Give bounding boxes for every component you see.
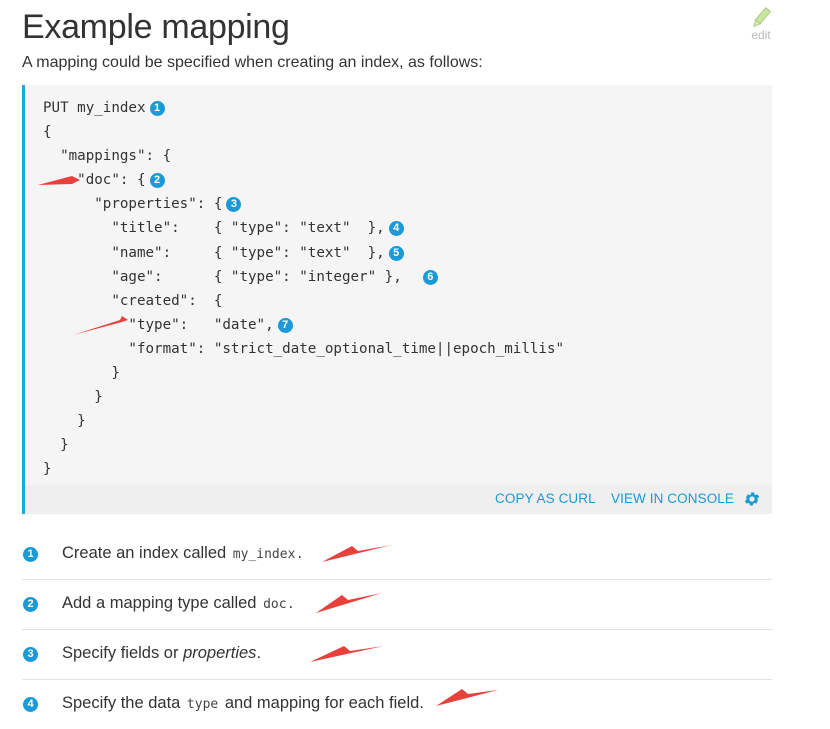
callout-marker: 4 [23,697,38,712]
pencil-icon [753,6,772,28]
callout-text-part: . [256,644,262,662]
code-line: "format": "strict_date_optional_time||ep… [43,341,564,357]
callout-item: 4 Specify the data type and mapping for e… [22,680,772,729]
edit-label: edit [751,28,771,42]
callout-text-part: . [297,544,302,562]
code-line: "mappings": { [43,148,171,164]
code-line: { [43,124,52,140]
callout-marker: 1 [23,547,38,562]
copy-as-curl-link[interactable]: COPY AS CURL [495,491,596,506]
callout-marker: 7 [277,317,293,333]
code-line-text: } [43,365,120,382]
code-line: "doc": {2 [43,172,165,189]
callout-text: Specify the data type and mapping for ea… [62,694,424,713]
callout-marker: 4 [388,221,404,237]
code-line: "title": { "type": "text" },4 [43,220,404,237]
callout-text-part: Specify the data [62,694,185,712]
inline-code: type [186,697,219,712]
callout-item: 1 Create an index called my_index. [22,530,772,580]
callout-marker: 5 [388,245,404,261]
callout-text-part: and mapping for each field. [220,694,424,712]
callout-text-part: Add a mapping type called [62,594,262,612]
callout-marker: 2 [23,597,38,612]
code-line-text: "age": { "type": "integer" }, [43,268,419,285]
callout-marker: 3 [23,647,38,662]
page-title: Example mapping [22,8,290,46]
code-line-text: PUT my_index [43,100,146,116]
code-line: "age": { "type": "integer" }, 6 [43,269,438,285]
code-line-text: } [43,413,86,430]
code-line-text: } [43,389,103,406]
emphasis-text: properties [183,644,257,662]
callout-item: 3 Specify fields or properties. [22,630,772,680]
code-line-text: "format": "strict_date_optional_time||ep… [43,340,565,357]
callout-text-part: Create an index called [62,544,231,562]
view-in-console-link[interactable]: VIEW IN CONSOLE [611,491,735,506]
code-line-text: "created": { [43,292,223,309]
code-line: } [43,461,52,477]
code-line-text: "type": "date", [43,316,274,333]
callout-text: Create an index called my_index. [62,544,302,563]
code-line-text: "mappings": { [43,148,172,165]
edit-link[interactable]: edit [746,6,776,42]
callout-marker: 1 [149,101,165,116]
code-line: "properties": {3 [43,196,242,213]
callout-text: Add a mapping type called doc. [62,594,293,613]
code-line-text: "doc": { [43,172,146,189]
code-line-text: "name": { "type": "text" }, [43,244,385,261]
callout-text-part: . [288,594,294,612]
code-footer: COPY AS CURL VIEW IN CONSOLE [25,485,772,514]
code-line: "created": { [43,293,222,309]
code-line: } [43,437,69,453]
code-line-text: } [43,461,52,478]
callout-text: Specify fields or properties. [62,644,261,663]
code-line-text: } [43,437,69,454]
code-line: } [43,413,86,429]
callout-marker: 2 [149,173,165,189]
callout-marker: 6 [422,269,438,285]
intro-text: A mapping could be specified when creati… [22,54,483,71]
gear-icon[interactable] [743,490,761,508]
code-line-text: "title": { "type": "text" }, [43,220,385,237]
code-line-text: { [43,124,52,141]
callout-text-part: Specify fields or [62,644,184,662]
callout-item: 2 Add a mapping type called doc. [22,580,772,630]
inline-code: doc [263,597,287,612]
code-line: "name": { "type": "text" },5 [43,245,404,261]
callout-marker: 3 [226,197,242,213]
code-line-text: "properties": { [43,196,223,213]
code-line: } [43,365,120,381]
callout-list: 1 Create an index called my_index. 2 Add a … [22,530,772,729]
code-line: "type": "date",7 [43,317,293,333]
code-line: } [43,389,103,405]
inline-code: my_index [232,547,296,562]
